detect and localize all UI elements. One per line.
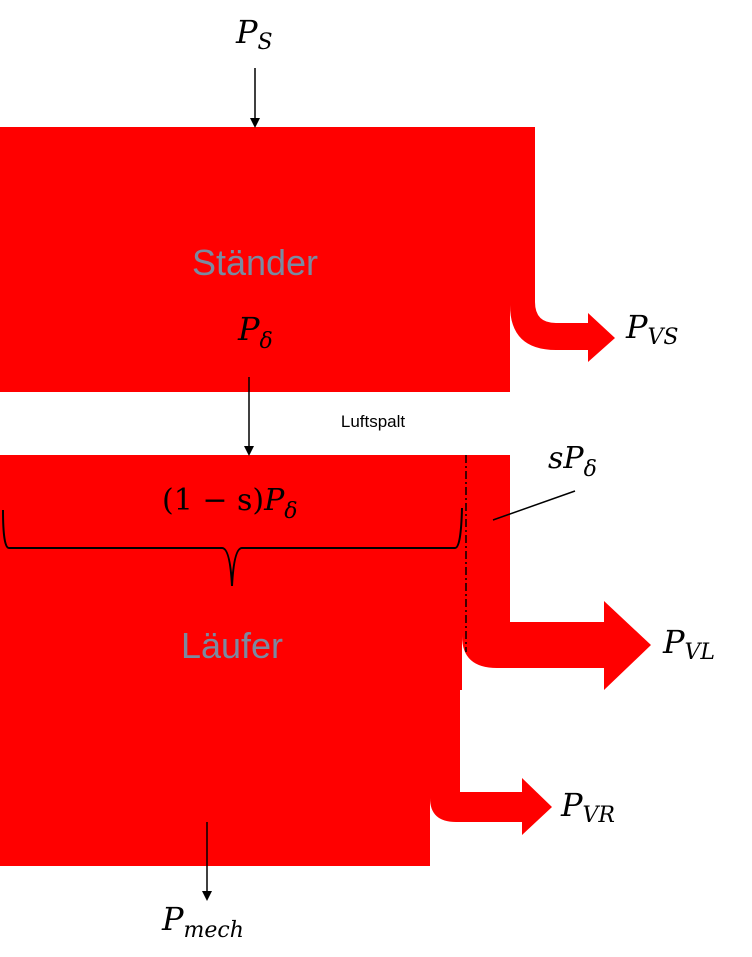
rotor-label: Läufer: [181, 625, 283, 666]
stator-block: [0, 127, 615, 392]
stator-loss-label: PVS: [625, 308, 679, 350]
rotor-share-label: (1 − s)Pδ: [162, 483, 298, 524]
stator-label: Ständer: [192, 242, 318, 283]
rotor-copper-loss-label: PVL: [662, 623, 715, 665]
mechanical-power-label: Pmech: [161, 900, 244, 943]
rotor-block: [0, 455, 651, 866]
input-power-label: PS: [235, 13, 273, 55]
air-gap-label: Luftspalt: [341, 412, 406, 431]
slip-power-leader: [492, 490, 576, 521]
slip-power-label: sPδ: [548, 441, 597, 482]
friction-loss-label: PVR: [560, 786, 615, 828]
brace: [2, 507, 463, 587]
air-gap-power-label: Pδ: [237, 310, 273, 354]
